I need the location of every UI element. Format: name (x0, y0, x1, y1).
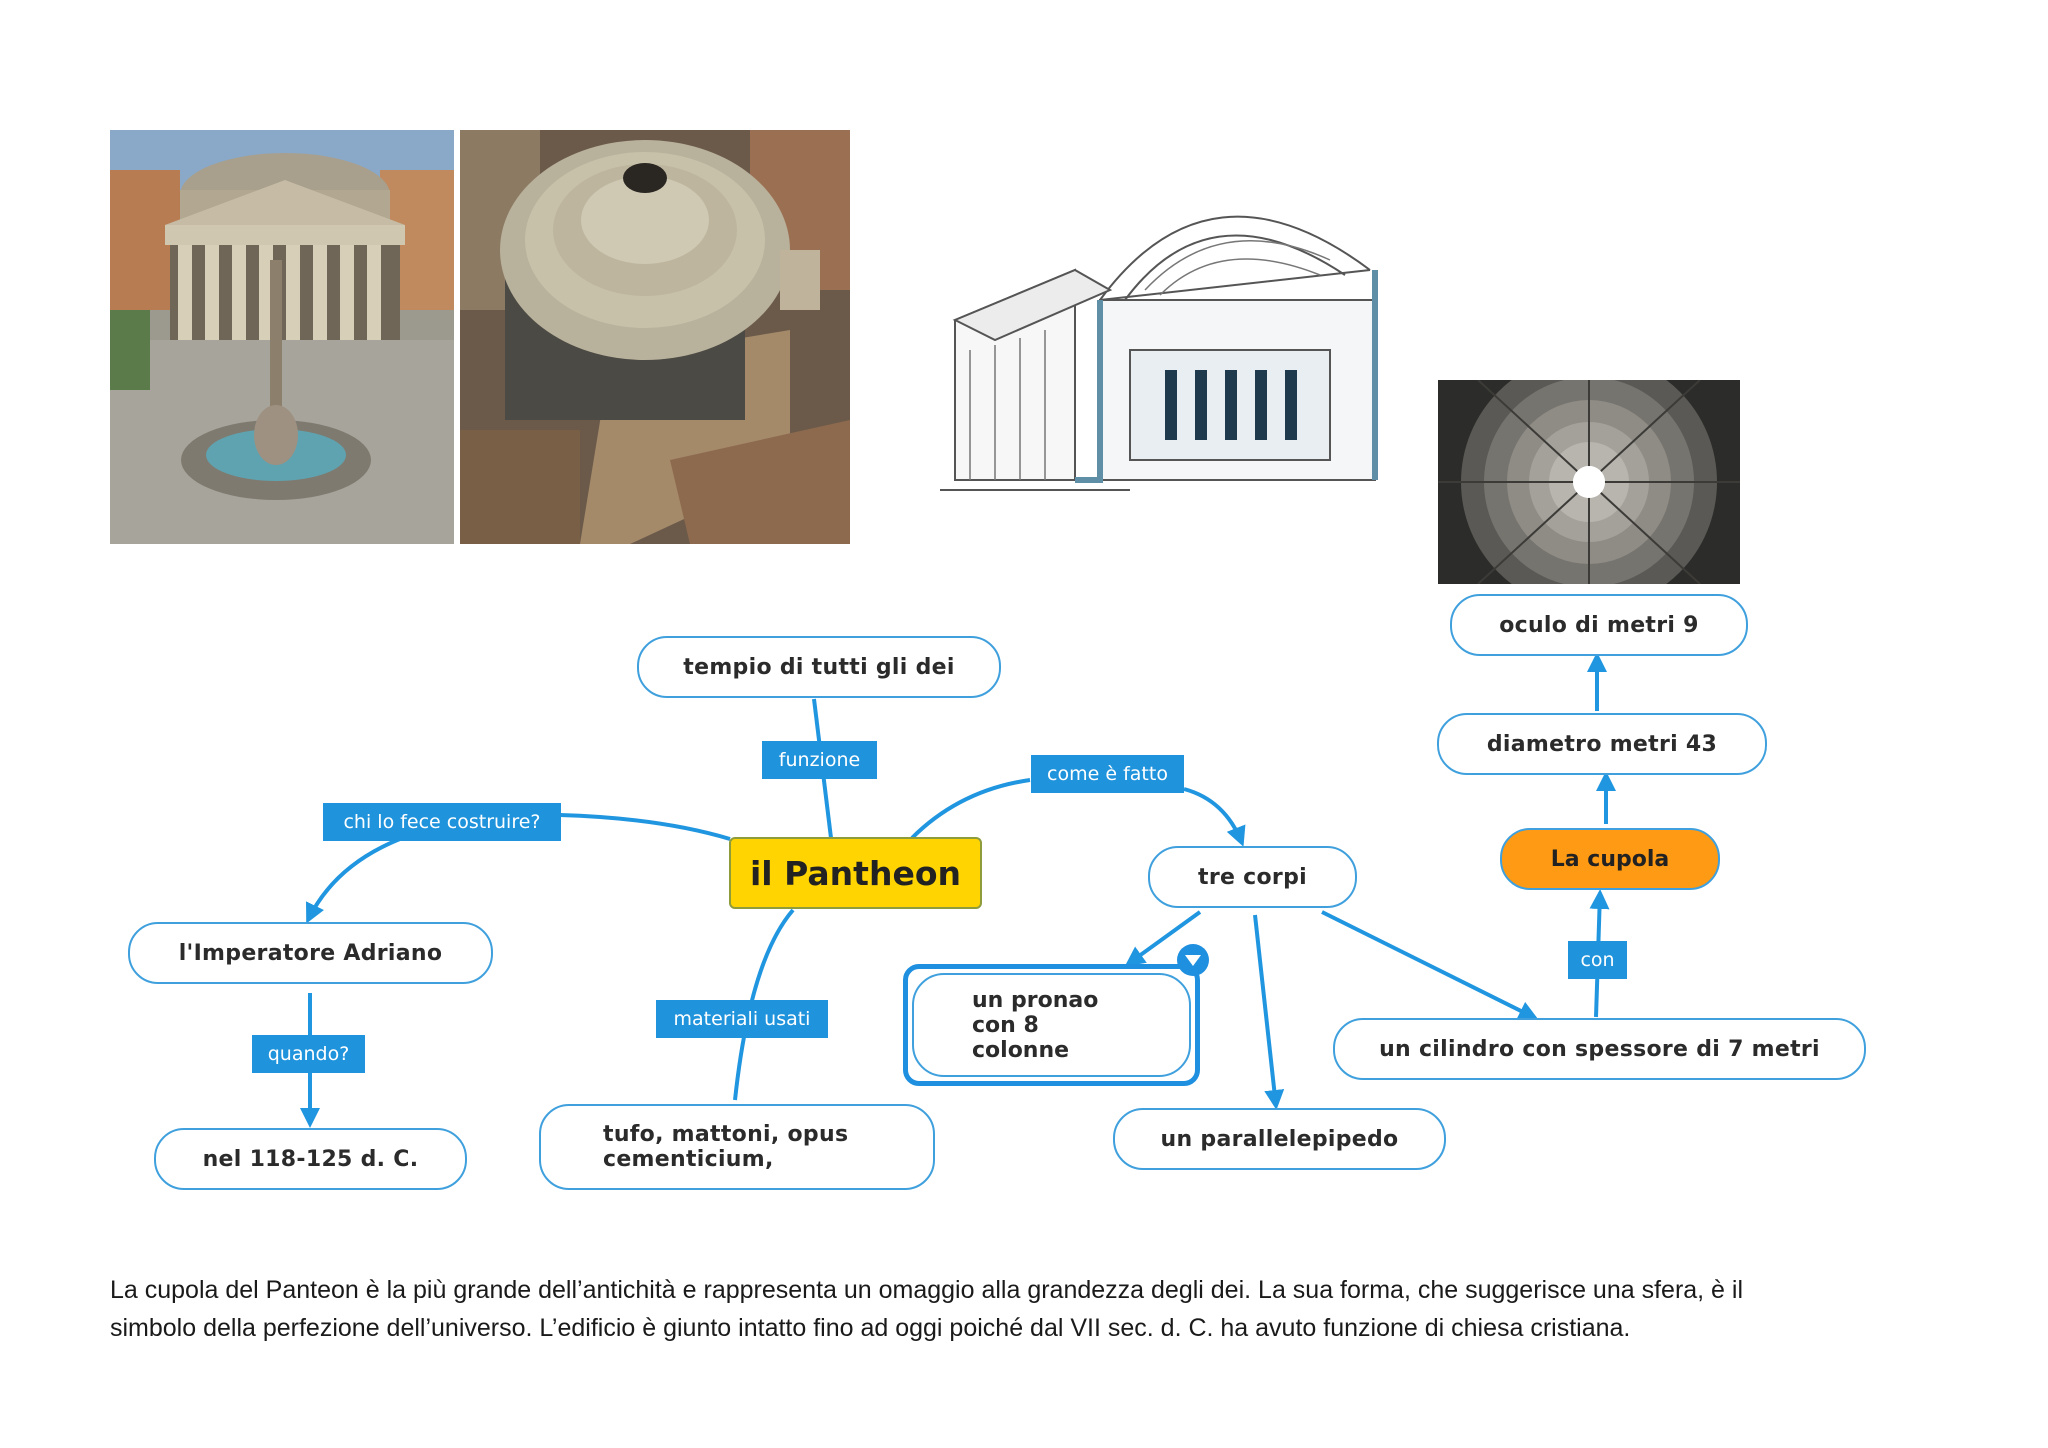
link-cilindro (1321, 910, 1539, 1020)
caption-line-1: La cupola del Panteon è la più grande de… (110, 1276, 1744, 1304)
node-diametro[interactable]: diametro metri 43 (1437, 713, 1767, 775)
node-cilindro[interactable]: un cilindro con spessore di 7 metri (1333, 1018, 1866, 1080)
link-label-con[interactable]: con (1568, 941, 1627, 979)
node-date[interactable]: nel 118-125 d. C. (154, 1128, 467, 1190)
link-parallelepipedo (1253, 914, 1285, 1110)
caption-line-2: simbolo della perfezione dell’universo. … (110, 1314, 1631, 1342)
node-oculo[interactable]: oculo di metri 9 (1450, 594, 1748, 656)
link-come-end (1183, 787, 1246, 847)
pantheon-cutaway-drawing (900, 150, 1410, 545)
node-materials[interactable]: tufo, mattoni, opus cementicium, (539, 1104, 935, 1190)
link-come (910, 778, 1031, 840)
pantheon-piazza-photo (110, 130, 454, 544)
pantheon-aerial-dome-photo (460, 130, 850, 544)
link-label-chi[interactable]: chi lo fece costruire? (323, 803, 561, 841)
link-label-materiali[interactable]: materiali usati (656, 1000, 828, 1038)
link-materiali (733, 908, 795, 1101)
link-label-funzione[interactable]: funzione (762, 741, 877, 779)
expand-caret-icon[interactable] (1177, 944, 1209, 976)
link-label-come[interactable]: come è fatto (1031, 755, 1184, 793)
link-pronao (1124, 910, 1202, 967)
node-parallelepipedo[interactable]: un parallelepipedo (1113, 1108, 1446, 1170)
link-label-quando[interactable]: quando? (252, 1035, 365, 1073)
node-tre-corpi[interactable]: tre corpi (1148, 846, 1357, 908)
caption-text: La cupola del Panteon è la più grande de… (110, 1271, 1910, 1347)
node-adriano[interactable]: l'Imperatore Adriano (128, 922, 493, 984)
node-pronao[interactable]: un pronao con 8 colonne (903, 964, 1200, 1086)
node-center-pantheon[interactable]: il Pantheon (729, 837, 982, 909)
node-tempio[interactable]: tempio di tutti gli dei (637, 636, 1001, 698)
node-cupola[interactable]: La cupola (1500, 828, 1720, 890)
dome-interior-oculus-photo (1438, 380, 1740, 584)
node-pronao-label: un pronao con 8 colonne (912, 973, 1191, 1077)
